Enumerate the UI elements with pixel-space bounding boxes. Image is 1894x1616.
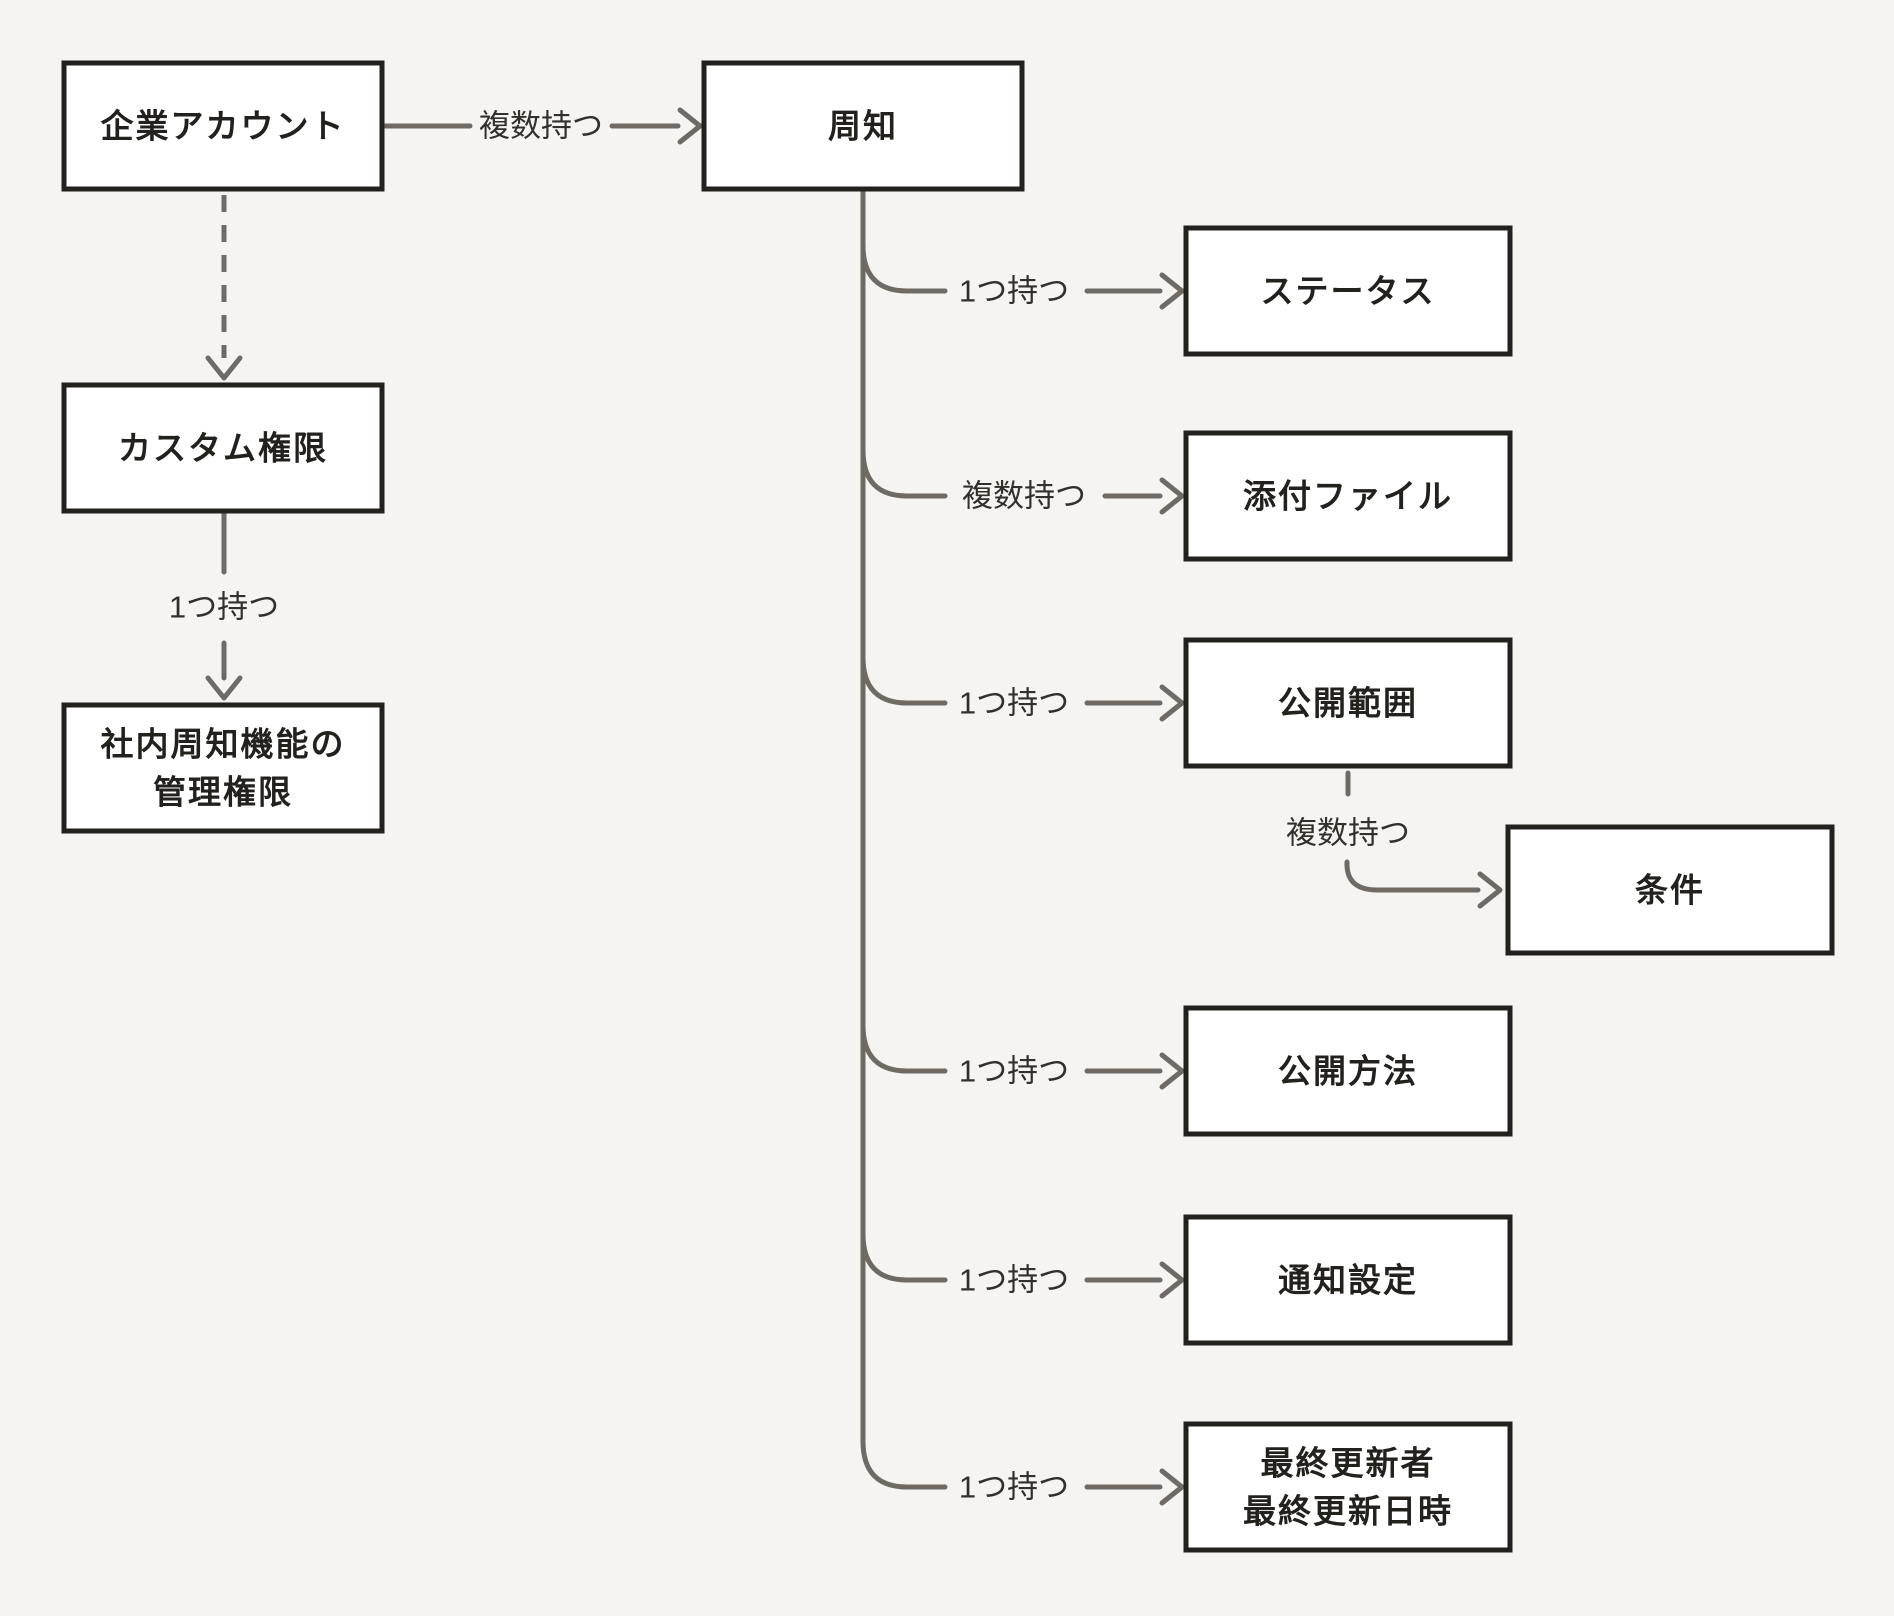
node-label-line1: 社内周知機能の <box>101 726 346 763</box>
node-label: 周知 <box>828 108 898 145</box>
edge-label: 1つ持つ <box>959 1470 1069 1505</box>
arrowhead-right-icon <box>1159 1468 1185 1506</box>
node-method: 公開方法 <box>1183 1005 1513 1137</box>
node-notification: 通知設定 <box>1183 1214 1513 1346</box>
node-label: 企業アカウント <box>101 108 346 145</box>
edge-announcement-to-method: 1つ持つ <box>860 1022 1185 1090</box>
arrowhead-down-icon <box>205 355 243 381</box>
node-box <box>61 382 385 514</box>
node-label: 通知設定 <box>1278 1262 1418 1299</box>
node-condition: 条件 <box>1505 824 1835 956</box>
node-corporate-account: 企業アカウント <box>61 60 385 192</box>
edge-branch-curve <box>860 1231 948 1283</box>
node-box <box>1183 1214 1513 1346</box>
node-scope: 公開範囲 <box>1183 637 1513 769</box>
edge-branch-curve <box>860 654 948 706</box>
node-label-line1: 最終更新者 <box>1261 1445 1436 1482</box>
edge-announcement-to-attachment: 複数持つ <box>860 447 1185 515</box>
node-box <box>61 702 385 834</box>
node-status: ステータス <box>1183 225 1513 357</box>
node-box <box>1505 824 1835 956</box>
edge-account-to-custom-permission <box>205 195 243 381</box>
arrowhead-right-icon <box>1477 871 1503 909</box>
edge-announcement-to-status: 1つ持つ <box>860 242 1185 310</box>
node-box <box>1183 1421 1513 1553</box>
edge-label: 複数持つ <box>962 479 1086 514</box>
edge-announcement-trunk <box>860 189 948 1490</box>
node-label: 条件 <box>1635 872 1705 909</box>
node-announcement: 周知 <box>701 60 1025 192</box>
arrowhead-down-icon <box>205 675 243 701</box>
node-label: 添付ファイル <box>1243 478 1453 515</box>
node-last-updated: 最終更新者 最終更新日時 <box>1183 1421 1513 1553</box>
edge-branch-curve <box>860 242 948 294</box>
node-box <box>701 60 1025 192</box>
node-box <box>1183 637 1513 769</box>
edge-elbow-curve <box>1344 859 1481 893</box>
edge-label: 1つ持つ <box>169 590 279 625</box>
arrowhead-right-icon <box>677 107 703 145</box>
edge-label: 複数持つ <box>479 109 603 144</box>
arrowhead-right-icon <box>1159 684 1185 722</box>
node-box <box>1183 430 1513 562</box>
node-label-line2: 最終更新日時 <box>1243 1493 1453 1530</box>
edge-label: 1つ持つ <box>959 1054 1069 1089</box>
edge-account-to-announcement: 複数持つ <box>382 107 703 145</box>
node-label: カスタム権限 <box>118 430 328 467</box>
node-label: 公開方法 <box>1278 1053 1418 1090</box>
node-attachment: 添付ファイル <box>1183 430 1513 562</box>
node-label-line2: 管理権限 <box>153 774 293 811</box>
edge-branch-curve <box>860 1022 948 1074</box>
node-box <box>1183 225 1513 357</box>
edge-scope-to-condition: 複数持つ <box>1286 770 1503 909</box>
edge-label: 1つ持つ <box>959 1263 1069 1298</box>
node-label: ステータス <box>1261 273 1436 310</box>
arrowhead-right-icon <box>1159 1052 1185 1090</box>
edge-branch-curve <box>860 447 948 499</box>
edge-announcement-to-scope: 1つ持つ <box>860 654 1185 722</box>
node-box <box>1183 1005 1513 1137</box>
edge-label: 複数持つ <box>1286 816 1410 851</box>
arrowhead-right-icon <box>1159 272 1185 310</box>
edge-announcement-to-last-updated: 1つ持つ <box>959 1468 1185 1506</box>
arrowhead-right-icon <box>1159 1261 1185 1299</box>
edge-announcement-to-notification: 1つ持つ <box>860 1231 1185 1299</box>
edge-label: 1つ持つ <box>959 686 1069 721</box>
node-custom-permission: カスタム権限 <box>61 382 385 514</box>
edge-label: 1つ持つ <box>959 274 1069 309</box>
node-admin-permission: 社内周知機能の 管理権限 <box>61 702 385 834</box>
edge-custom-to-admin: 1つ持つ <box>169 511 279 701</box>
arrowhead-right-icon <box>1159 477 1185 515</box>
node-box <box>61 60 385 192</box>
node-label: 公開範囲 <box>1278 685 1418 722</box>
